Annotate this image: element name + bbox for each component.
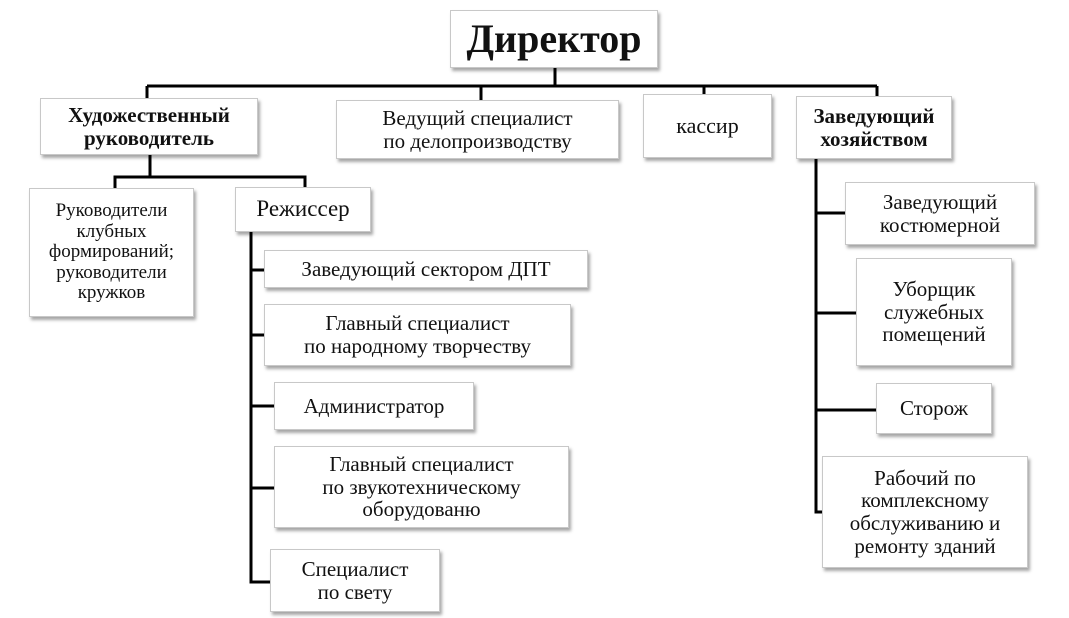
stage-director-label: Режиссер (256, 196, 350, 222)
household-head-box: Заведующий хозяйством (796, 96, 952, 159)
stage-child-box: Заведующий сектором ДПТ (264, 250, 588, 288)
records-specialist-label: Ведущий специалист по делопроизводству (382, 105, 573, 153)
household-head-label: Заведующий хозяйством (813, 103, 935, 151)
connector-art-down (113, 154, 152, 188)
club-leaders-box: Руководители клубных формирований; руков… (29, 188, 194, 317)
household-child-label: Заведующий костюмерной (879, 189, 1001, 237)
connector-stage-trunk (249, 231, 270, 584)
director-box: Директор (450, 10, 658, 68)
cashier-box: кассир (643, 94, 772, 158)
household-child-label: Сторож (899, 396, 969, 421)
household-child-box: Уборщик служебных помещений (856, 258, 1012, 366)
stage-child-box: Главный специалист по звукотехническому … (274, 446, 569, 528)
household-child-box: Рабочий по комплексному обслуживанию и р… (822, 456, 1028, 568)
stage-child-label: Главный специалист по народному творчест… (303, 311, 532, 358)
household-child-label: Рабочий по комплексному обслуживанию и р… (849, 465, 1001, 558)
stage-child-label: Заведующий сектором ДПТ (301, 256, 551, 281)
stage-director-box: Режиссер (235, 187, 371, 232)
stage-child-box: Главный специалист по народному творчест… (264, 304, 571, 366)
connector-household-trunk (814, 159, 822, 514)
records-specialist-box: Ведущий специалист по делопроизводству (336, 100, 619, 159)
stage-child-label: Главный специалист по звукотехническому … (322, 451, 521, 522)
club-leaders-label: Руководители клубных формирований; руков… (48, 200, 175, 304)
connector-art-stage (150, 175, 307, 188)
stage-child-box: Специалист по свету (270, 549, 440, 612)
art-director-label: Художественный руководитель (68, 102, 230, 150)
household-child-label: Уборщик служебных помещений (882, 276, 986, 347)
cashier-label: кассир (676, 113, 739, 139)
household-child-box: Сторож (876, 383, 992, 434)
director-label: Директор (466, 16, 642, 62)
household-child-box: Заведующий костюмерной (845, 182, 1035, 245)
stage-child-label: Специалист по свету (301, 556, 409, 604)
stage-child-label: Администратор (303, 393, 445, 418)
stage-child-box: Администратор (274, 382, 474, 430)
art-director-box: Художественный руководитель (40, 98, 258, 155)
